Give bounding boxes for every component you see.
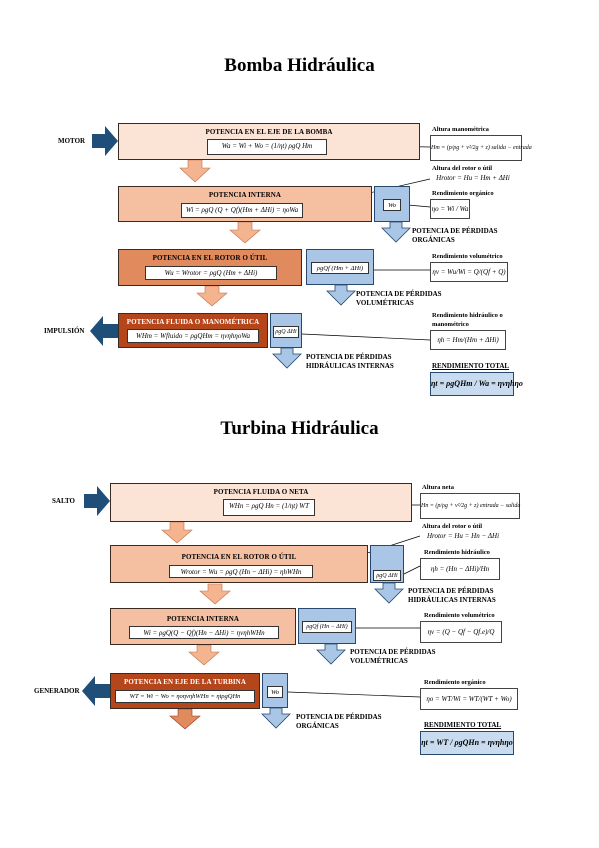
turbine-annot-organic-formula: ηo = WT/Wi = WT/(WT + Wo) xyxy=(420,688,518,710)
turbine-annot-volumetric-label: Rendimiento volumétrico xyxy=(424,612,495,619)
pump-annot-organic-label: Rendimiento orgánico xyxy=(432,190,494,197)
pump-input-label: MOTOR xyxy=(58,137,86,145)
pump-annot-hydraulic-label: Rendimiento hidráulico o manométrico xyxy=(432,312,503,328)
turbine-total-label: RENDIMIENTO TOTAL xyxy=(424,721,502,729)
turbine-annot-net-label: Altura neta xyxy=(422,484,454,491)
salto-arrow xyxy=(84,486,110,516)
stage-formula: Wa = Wi + Wo = (1/ηt) ρgQ Hm xyxy=(207,139,327,155)
stage-title: POTENCIA INTERNA xyxy=(208,191,282,199)
pump-annot-volumetric-formula: ηv = Wu/Wi = Q/(Qf + Q) xyxy=(430,262,508,282)
pump-rotor-label: Altura del rotor o útil xyxy=(432,165,493,172)
pump-down-arrow-2 xyxy=(229,221,261,244)
pump-down-arrow-1 xyxy=(179,159,211,183)
loss-formula: ρgQf (Hn − ΔHi) xyxy=(302,621,352,633)
turbine-title: Turbina Hidráulica xyxy=(220,418,379,439)
loss-formula: Wo xyxy=(383,199,401,211)
turbine-output-label: GENERADOR xyxy=(34,687,80,695)
turbine-loss-volumetric: ρgQf (Hn − ΔHi) xyxy=(298,608,356,644)
motor-arrow xyxy=(92,126,118,156)
stage-formula: Wu = Wrotor = ρgQ (Hm + ΔHi) xyxy=(145,266,277,280)
turbine-loss-arrow-3 xyxy=(261,707,291,729)
turbine-loss-hydraulic: ρgQ ΔHi xyxy=(370,545,404,583)
stage-formula: WHm = Wfluido = ρgQHm = ηvηhηoWa xyxy=(127,329,259,343)
pump-total-formula: ηt = ρgQHm / Wa = ηvηhηo xyxy=(430,372,523,396)
pump-stage-fluid: POTENCIA FLUIDA O MANOMÉTRICA WHm = Wflu… xyxy=(118,313,268,348)
turbine-down-arrow-3 xyxy=(188,644,220,666)
pump-loss-organic: Wo xyxy=(374,186,410,222)
pump-output-label: IMPULSIÓN xyxy=(44,327,85,335)
turbine-stage-fluid: POTENCIA FLUIDA O NETA WHn = ρgQ Hn = (1… xyxy=(110,483,412,522)
stage-title: POTENCIA EN EJE DE LA TURBINA xyxy=(124,678,246,686)
stage-title: POTENCIA FLUIDA O NETA xyxy=(213,488,309,496)
pump-stage-rotor: POTENCIA EN EL ROTOR O ÚTIL Wu = Wrotor … xyxy=(118,249,302,286)
turbine-annot-organic-label: Rendimiento orgánico xyxy=(424,679,486,686)
pump-annot-volumetric-label: Rendimiento volumétrico xyxy=(432,253,503,260)
turbine-down-arrow-2 xyxy=(199,583,231,605)
stage-title: POTENCIA FLUIDA O MANOMÉTRICA xyxy=(126,318,260,326)
pump-loss-organic-label: POTENCIA DE PÉRDIDAS ORGÁNICAS xyxy=(412,227,498,244)
stage-title: POTENCIA INTERNA xyxy=(166,615,240,623)
stage-formula: WHn = ρgQ Hn = (1/ηt) WT xyxy=(223,499,315,516)
turbine-annot-volumetric-formula: ηv = (Q − Qf − Qf.e)/Q xyxy=(420,621,502,643)
generador-arrow xyxy=(82,676,110,706)
pump-loss-arrow-2 xyxy=(326,284,356,306)
pump-annot-manometric-label: Altura manométrica xyxy=(432,126,489,133)
pump-annot-manometric-formula: Hm = (p/ρg + v²/2g + z) salida − entrada xyxy=(430,135,532,161)
pump-loss-volumetric-label: POTENCIA DE PÉRDIDAS VOLUMÉTRICAS xyxy=(356,290,442,307)
loss-formula: ρgQ ΔHi xyxy=(373,570,401,581)
pump-stage-internal: POTENCIA INTERNA Wi = ρgQ (Q + Qf)(Hm + … xyxy=(118,186,372,222)
pump-loss-hydraulic-label: POTENCIA DE PÉRDIDAS HIDRÁULICAS INTERNA… xyxy=(306,353,394,370)
stage-title: POTENCIA EN EL EJE DE LA BOMBA xyxy=(205,128,333,136)
pump-loss-arrow-1 xyxy=(381,221,411,243)
pump-loss-volumetric: ρgQf (Hm + ΔHi) xyxy=(306,249,374,285)
turbine-loss-arrow-2 xyxy=(316,643,346,665)
pump-annot-organic-formula: ηo = Wi / Wa xyxy=(430,199,470,219)
pump-annot-hydraulic-formula: ηh = Hm/(Hm + ΔHi) xyxy=(430,330,506,350)
pump-loss-arrow-3 xyxy=(272,347,302,369)
pump-stage-shaft: POTENCIA EN EL EJE DE LA BOMBA Wa = Wi +… xyxy=(118,123,420,160)
turbine-loss-arrow-1 xyxy=(374,582,404,604)
pump-title: Bomba Hidráulica xyxy=(224,55,375,76)
loss-formula: ρgQ ΔHi xyxy=(273,326,299,338)
turbine-down-arrow-4 xyxy=(169,708,201,730)
turbine-annot-net-formula: Hn = (p/ρg + v²/2g + z) entrada − salida xyxy=(420,493,520,519)
stage-title: POTENCIA EN EL ROTOR O ÚTIL xyxy=(152,254,268,262)
turbine-loss-organic: Wo xyxy=(262,673,288,708)
turbine-annot-hydraulic-label: Rendimiento hidráulico xyxy=(424,549,490,556)
pump-down-arrow-3 xyxy=(196,285,228,307)
loss-formula: ρgQf (Hm + ΔHi) xyxy=(311,262,369,274)
turbine-annot-rotor-formula: Hrotor = Hu = Hn − ΔHi xyxy=(420,531,506,543)
turbine-loss-organic-label: POTENCIA DE PÉRDIDAS ORGÁNICAS xyxy=(296,713,382,730)
turbine-total-formula: ηt = WT / ρgQHn = ηvηhηo xyxy=(420,731,514,755)
turbine-stage-rotor: POTENCIA EN EL ROTOR O ÚTIL Wrotor = Wu … xyxy=(110,545,368,583)
stage-formula: Wi = ρgQ(Q − Qf)(Hn − ΔHi) = ηvηhWHn xyxy=(129,626,279,639)
turbine-loss-volumetric-label: POTENCIA DE PÉRDIDAS VOLUMÉTRICAS xyxy=(350,648,436,665)
stage-formula: Wi = ρgQ (Q + Qf)(Hm + ΔHi) = ηoWa xyxy=(181,203,303,218)
pump-total-label: RENDIMIENTO TOTAL xyxy=(432,362,510,370)
turbine-stage-shaft: POTENCIA EN EJE DE LA TURBINA WT = Wi − … xyxy=(110,673,260,709)
turbine-rotor-label: Altura del rotor o útil xyxy=(422,523,483,530)
loss-formula: Wo xyxy=(267,686,283,698)
stage-formula: Wrotor = Wu = ρgQ (Hn − ΔHi) = ηhWHn xyxy=(169,565,313,578)
stage-title: POTENCIA EN EL ROTOR O ÚTIL xyxy=(181,553,297,561)
pump-annot-rotor-formula: Hrotor = Hu = Hm + ΔHi xyxy=(430,173,516,185)
turbine-down-arrow-1 xyxy=(161,521,193,544)
impulsion-arrow xyxy=(90,316,118,346)
turbine-annot-hydraulic-formula: ηh = (Hn − ΔHi)/Hn xyxy=(420,558,500,580)
stage-formula: WT = Wi − Wo = ηoηvηhWHn = ηtρgQHn xyxy=(115,690,255,703)
turbine-stage-internal: POTENCIA INTERNA Wi = ρgQ(Q − Qf)(Hn − Δ… xyxy=(110,608,296,645)
pump-loss-hydraulic: ρgQ ΔHi xyxy=(270,313,302,348)
turbine-input-label: SALTO xyxy=(52,497,75,505)
turbine-loss-hydraulic-label: POTENCIA DE PÉRDIDAS HIDRÁULICAS INTERNA… xyxy=(408,587,496,604)
